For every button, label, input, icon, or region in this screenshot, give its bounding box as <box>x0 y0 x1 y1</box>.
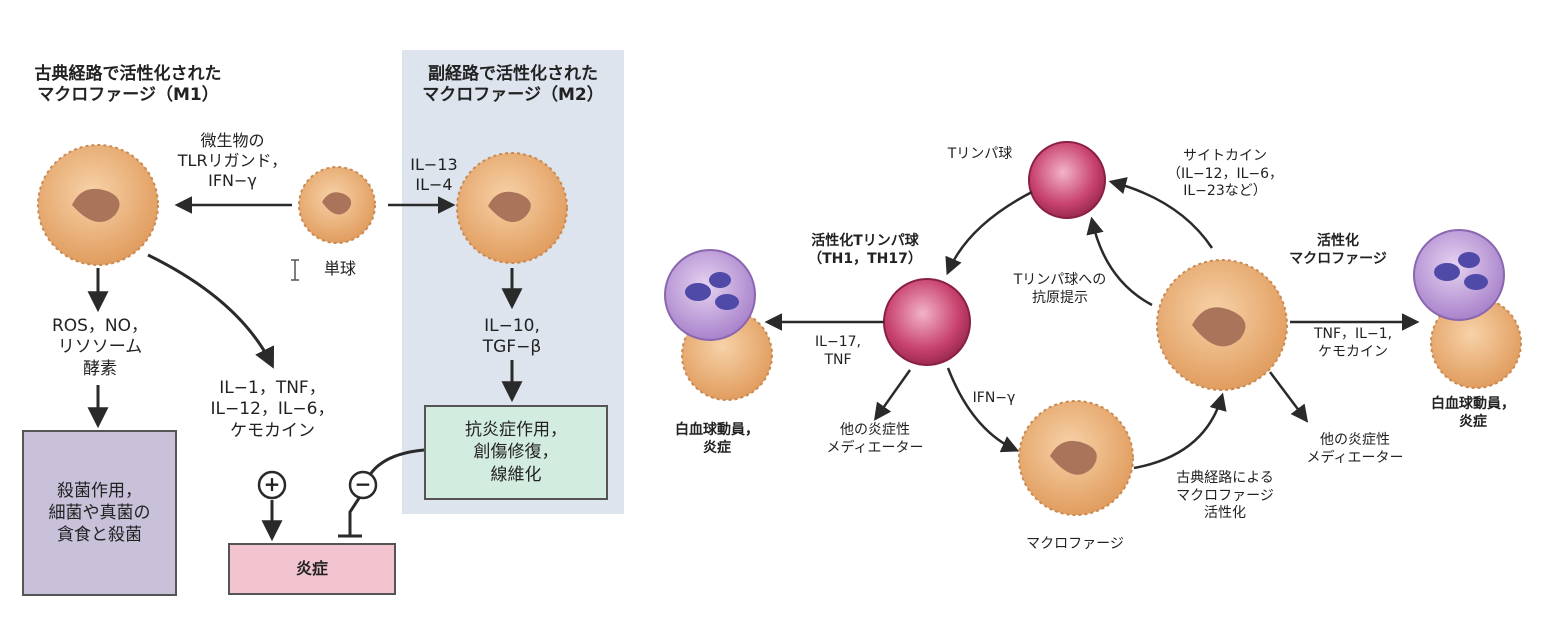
il10-label: IL−10, TGF−β <box>482 316 542 358</box>
ros-label: ROS，NO， リソソーム 酵素 <box>51 316 149 379</box>
other-mediators-left-label: 他の炎症性 メディエーター <box>826 422 924 456</box>
repair-box: 抗炎症作用， 創傷修復， 線維化 <box>424 405 608 500</box>
t-lymph-label: Tリンパ球 <box>947 146 1013 162</box>
arrow-classic-activation <box>1133 392 1227 470</box>
activated-t-cell <box>883 278 971 366</box>
plus-circle <box>257 470 287 500</box>
antigen-label: Tリンパ球への 抗原提示 <box>1013 272 1107 306</box>
tlr-label: 微生物の TLRリガンド， IFN−γ <box>177 131 288 190</box>
arrow-ifn <box>946 367 1020 453</box>
activated-mac-label: 活性化 マクロファージ <box>1289 233 1387 267</box>
macrophage-label: マクロファージ <box>1026 536 1124 552</box>
arrow-other-left <box>873 369 912 421</box>
tnf-right-label: TNF，IL−1, ケモカイン <box>1313 326 1393 360</box>
plus-sign: + <box>263 472 281 496</box>
cytokines-label: IL−1，TNF， IL−12，IL−6， ケモカイン <box>210 378 335 441</box>
leukocyte-left-label: 白血球動員， 炎症 <box>675 422 759 456</box>
il13-label: IL−13 IL−4 <box>410 155 458 194</box>
other-mediators-right-label: 他の炎症性 メディエーター <box>1306 432 1404 466</box>
m2-title: 副経路で活性化された マクロファージ（M2） <box>422 64 604 106</box>
macrophage-cell <box>1018 400 1134 516</box>
minus-circle <box>348 470 378 500</box>
monocyte-cell <box>298 166 376 244</box>
t-lymphocyte-cell <box>1028 141 1106 219</box>
arrow-antigen-presentation <box>1086 216 1153 307</box>
arrow-mac-to-t <box>1108 177 1214 249</box>
il17-label: IL−17, TNF <box>815 334 861 368</box>
arrow-m1-cytokines <box>147 253 274 369</box>
monocyte-marker <box>291 259 299 281</box>
m2-macrophage-cell <box>456 152 568 264</box>
classic-label: 古典経路による マクロファージ 活性化 <box>1176 470 1274 521</box>
leukocyte-pair-left <box>664 249 773 401</box>
inflammation-box: 炎症 <box>228 543 396 595</box>
leukocyte-pair-right <box>1413 229 1522 389</box>
m1-macrophage-cell <box>37 144 159 266</box>
minus-sign: − <box>354 472 372 496</box>
cytokine-top-label: サイトカイン （IL−12，IL−6， IL−23など） <box>1166 148 1284 199</box>
activated-t-label: 活性化Tリンパ球 （TH1，TH17） <box>808 233 922 267</box>
monocyte-label: 単球 <box>323 259 356 278</box>
arrow-other-right <box>1269 371 1309 423</box>
leukocyte-right-label: 白血球動員， 炎症 <box>1431 396 1515 430</box>
activated-macrophage-cell <box>1156 259 1288 391</box>
m1-title: 古典経路で活性化された マクロファージ（M1） <box>34 64 222 106</box>
kill-box: 殺菌作用， 細菌や真菌の 貪食と殺菌 <box>22 430 177 596</box>
ifn-label: IFN−γ <box>972 390 1016 406</box>
arrow-t-to-activated <box>945 190 1033 276</box>
